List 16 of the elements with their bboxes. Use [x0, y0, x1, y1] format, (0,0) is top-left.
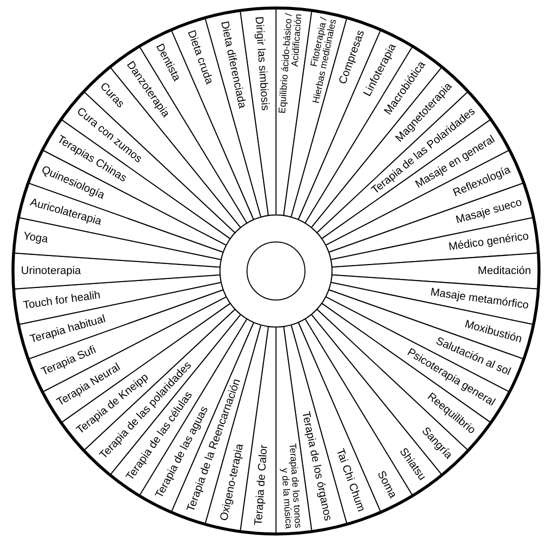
segment-label: Dirigir las simbiosis [252, 16, 271, 111]
segment-label: Fitoterapia / Hierbas medicinales [308, 16, 339, 104]
segment-label: Masaje sueco [454, 196, 524, 226]
segment-label: Soma [374, 469, 399, 500]
segment-label: Masaje metamórfico [430, 286, 530, 312]
segment-label: Dieta diferenciada [218, 20, 248, 110]
segment-label: Urinoterapia [21, 265, 81, 277]
segment-label: Médico genérico [448, 230, 530, 254]
segment-label: Equilibrio ácido-básico / Acidificación [276, 12, 304, 114]
segment-label: Terapia de Calor [252, 444, 270, 526]
segment-label: Tai Chi Chum [334, 447, 368, 514]
segment-label: Meditación [478, 265, 531, 277]
segment-label: Touch for healih [22, 289, 102, 312]
segment-label: Terapia habitual [28, 313, 107, 346]
segment-label: Dieta cruda [184, 28, 216, 86]
segment-label: Yoga [22, 230, 49, 246]
